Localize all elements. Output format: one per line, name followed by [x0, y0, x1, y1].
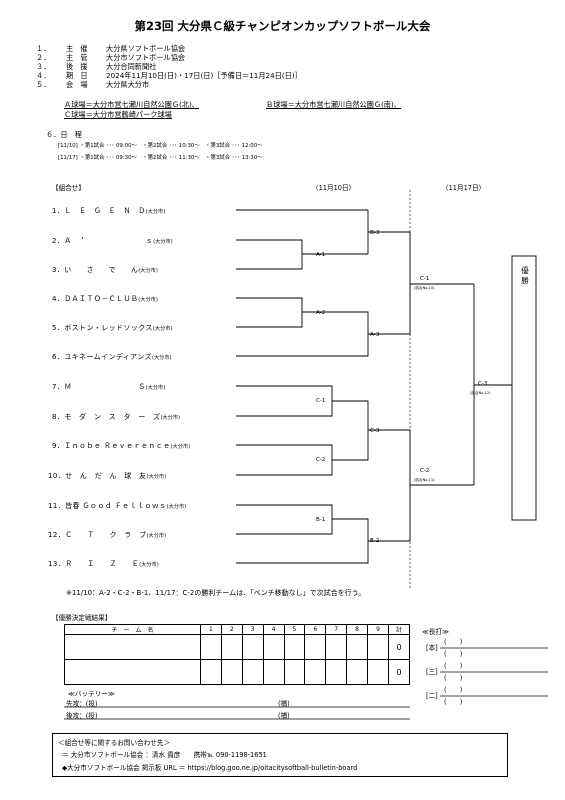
- contact-line1: ＝ 大分市ソフトボール協会 ：清水 貴彦 携帯℡ 090-1198-1651: [62, 751, 267, 759]
- schedule-day1: [11/10] ・第1試合 ･･･ 09:00～ ・第2試合 ･･･ 10:30…: [58, 143, 263, 149]
- info-sponsor: ３．後 援大分合同新聞社: [36, 62, 157, 71]
- battery-second-catcher: (捕): [278, 712, 290, 720]
- longhit-triple: [三]: [426, 668, 438, 676]
- match-c2-line: [368, 429, 411, 542]
- contact-line2: ◆大分市ソフトボール協会 掲示板 URL ＝ https://blog.goo.…: [62, 764, 358, 772]
- event-info: １．主 催大分県ソフトボール協会 ２．主 管大分市ソフトボール協会 ３．後 援大…: [36, 44, 302, 89]
- schedule-heading: ６．日 程: [46, 130, 82, 139]
- champion-box: [511, 255, 537, 521]
- team-10: 10．せ ん だ ん 球 友(大分市): [48, 472, 167, 480]
- match-c1-note: (試合No.10): [414, 286, 435, 290]
- venue-a: Ａ球場＝大分市営七瀬川自然公園Ｇ(北)、: [64, 100, 199, 109]
- venue-b: Ｂ球場＝大分市営七瀬川自然公園Ｇ(南)、: [266, 100, 401, 109]
- match-c3-label: C-3: [370, 428, 380, 434]
- team-8: 8．モ ダ ン ス タ ー ズ(大分市): [52, 413, 181, 421]
- team-name-cell: [64, 659, 201, 685]
- match-a3-label: A-3: [370, 332, 380, 338]
- schedule-day2: [11/17] ・第1試合 ･･･ 09:30～ ・第2試合 ･･･ 11:30…: [58, 155, 263, 161]
- match-a1-line: [236, 239, 303, 270]
- team-6: 6．ユキネームインディアンズ(大分市): [52, 353, 172, 361]
- longhit-paren: ( ): [444, 650, 463, 658]
- bracket-footnote: ※11/10：A-2・C-2・B-1、11/17：C-2の勝利チームは、「ベンチ…: [66, 589, 366, 597]
- team-12: 12．Ｃ Ｔ ク ラ ブ(大分市): [48, 531, 167, 539]
- longhit-paren: ( ): [444, 638, 463, 646]
- match-c1b-label: C-1: [316, 398, 326, 404]
- match-c2-note: (試合No.11): [414, 478, 435, 482]
- longhit-paren: ( ): [444, 686, 463, 694]
- team-5: 5．ボストン・レッドソックス(大分市): [52, 324, 173, 332]
- day1-heading: 〈11月10日〉: [312, 184, 356, 192]
- battery-heading: ≪バッテリー≫: [68, 690, 115, 698]
- contact-heading: ＜組合せ等に関するお問い合わせ先＞: [58, 739, 171, 747]
- info-organizer: １．主 催大分県ソフトボール協会: [36, 44, 186, 53]
- team-7: 7．Ｍ Ｓ(大分市): [52, 383, 166, 391]
- match-b3-label: B-3: [370, 230, 380, 236]
- battery-first: 先攻：(投): [66, 700, 98, 708]
- match-c2-label: C-2: [420, 468, 430, 474]
- total-cell: 0: [388, 659, 410, 685]
- match-final-note: (試合No.12): [470, 391, 491, 395]
- info-manager: ２．主 管大分市ソフトボール協会: [36, 53, 186, 62]
- venue-c: Ｃ球場＝大分市営鶴崎パーク球場: [64, 110, 172, 119]
- match-c2b-label: C-2: [316, 457, 326, 463]
- longhit-heading: ≪長打≫: [422, 628, 449, 636]
- day2-heading: 〈11月17日〉: [442, 184, 486, 192]
- score-table: チ ー ム 名 1 2 3 4 5 6 7 8 9 計 0 0: [64, 624, 410, 685]
- longhit-paren: ( ): [444, 662, 463, 670]
- match-c1-label: C-1: [420, 276, 430, 282]
- match-a1-label: A-1: [316, 252, 326, 258]
- match-b2-label: B-2: [370, 538, 380, 544]
- longhit-paren: ( ): [444, 698, 463, 706]
- page-title: 第23回 大分県Ｃ級チャンピオンカップソフトボール大会: [134, 19, 431, 33]
- team-4: 4．ＤＡＩＴＯ－ＣＬＵＢ(大分市): [52, 295, 158, 303]
- team-13: 13．Ｒ Ｉ Ｚ Ｅ(大分市): [48, 560, 159, 568]
- match-final-label: C-3: [478, 381, 488, 387]
- battery-second: 後攻：(投): [66, 712, 98, 720]
- info-venue: ５．会 場大分県大分市: [36, 80, 150, 89]
- team-11: 11．皆春 Ｇｏｏｄ Ｆｅｌｌｏｗｓ(大分市): [48, 502, 187, 510]
- team-2: 2．Ａ ＇ ｓ(大分市): [52, 237, 173, 245]
- match-a2-label: A-2: [316, 310, 326, 316]
- match-b1-line: [236, 504, 333, 535]
- battery-first-catcher: (捕): [278, 700, 290, 708]
- longhit-hr: [本]: [426, 644, 438, 652]
- results-heading: 【優勝決定戦結果】: [52, 614, 112, 622]
- contact-box: [52, 733, 508, 777]
- champion-label: 優勝: [521, 266, 529, 285]
- bracket-heading: 【組合せ】: [52, 184, 85, 192]
- longhit-paren: ( ): [444, 674, 463, 682]
- match-a2-line: [236, 297, 303, 328]
- match-b1-label: B-1: [316, 517, 326, 523]
- match-c3-line: [332, 400, 369, 461]
- team-1: 1．Ｌ Ｅ Ｇ Ｅ Ｎ Ｄ(大分市): [52, 207, 166, 215]
- score-row-second: 0: [64, 659, 410, 685]
- team-9: 9．Ｉｎｏｂｅ Ｒｅｖｅｒｅｎｃｅ(大分市): [52, 442, 191, 450]
- team-3: 3．い さ で ん(大分市): [52, 266, 158, 274]
- longhit-double: [二]: [426, 692, 438, 700]
